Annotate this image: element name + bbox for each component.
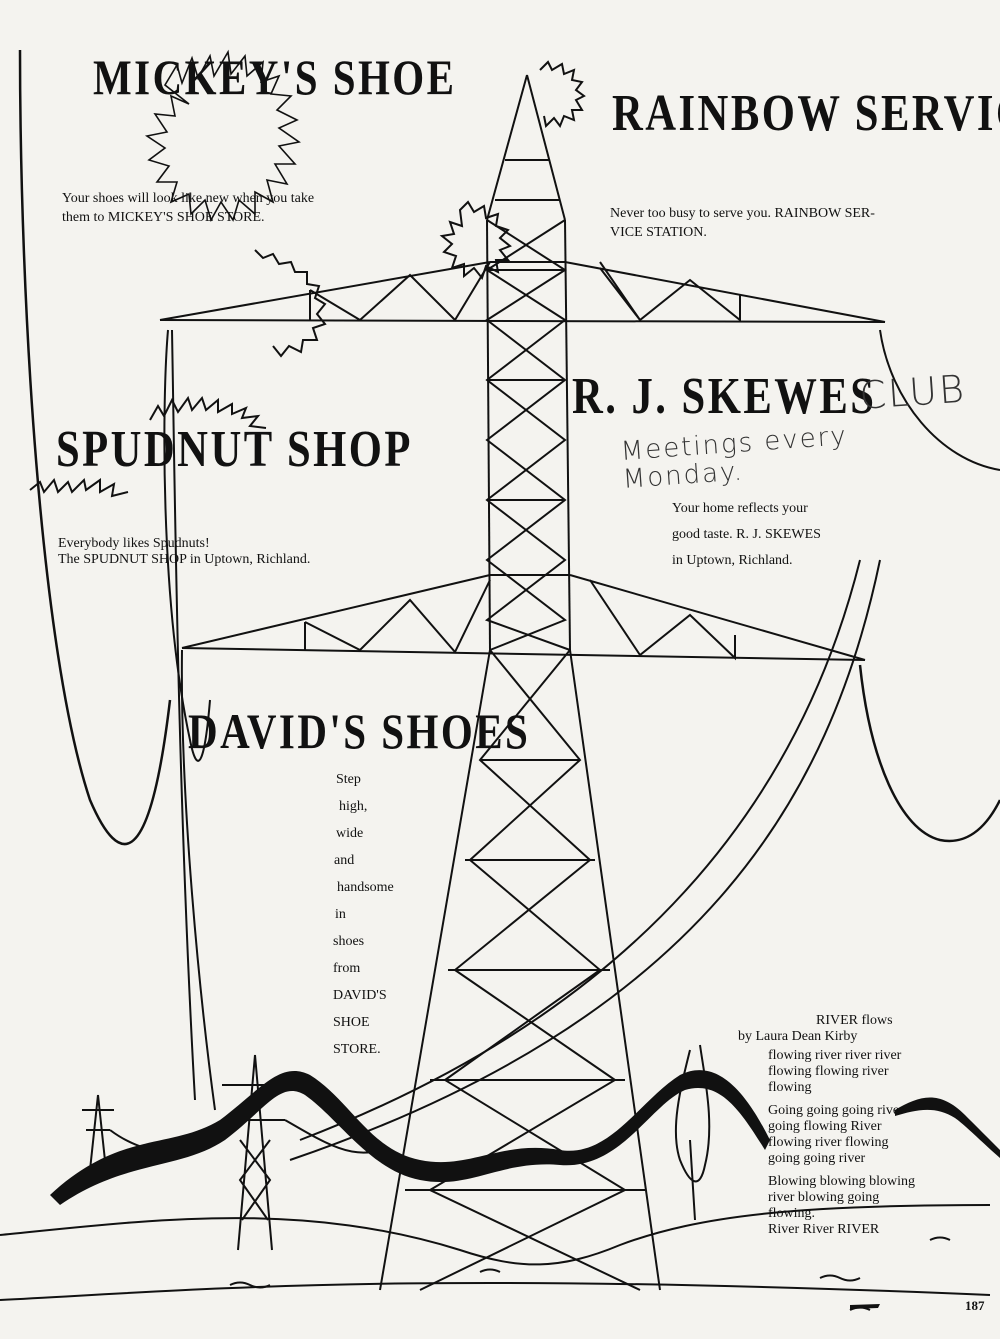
davids-copy-line: Step [336,772,361,787]
davids-copy-line: in [335,907,346,922]
poem-line: going flowing River [768,1119,882,1134]
spudnut-shop-copy: Everybody likes Spudnuts! The SPUDNUT SH… [58,536,310,568]
poem-line: Going going going river [768,1103,904,1118]
rainbow-service-heading: RAINBOW SERVICE [612,85,1000,142]
poem-line: going going river [768,1151,866,1166]
davids-copy-line: from [333,961,361,976]
rj-skewes-copy: Your home reflects your good taste. R. J… [672,496,821,574]
davids-shoes-copy: Step high, wide and handsome in shoes fr… [333,770,394,1067]
rj-skewes-heading: R. J. SKEWES [572,368,877,425]
davids-copy-line: shoes [333,934,365,949]
davids-copy-line: SHOE [333,1015,370,1030]
skewes-copy-line: Your home reflects your [672,501,808,516]
river-poem: RIVER flows by Laura Dean Kirby flowing … [738,1013,915,1245]
poem-byline: by Laura Dean Kirby [738,1029,858,1044]
poem-title: RIVER flows [816,1013,893,1028]
davids-copy-line: high, [339,799,368,814]
mickeys-shoe-copy: Your shoes will look like new when you t… [62,189,314,227]
poem-stanza: Going going going river going flowing Ri… [768,1103,915,1167]
skewes-copy-line: in Uptown, Richland. [672,553,793,568]
skewes-copy-line: good taste. R. J. SKEWES [672,527,821,542]
davids-copy-line: STORE. [333,1042,381,1057]
poem-line: flowing river flowing [768,1135,889,1150]
davids-copy-line: DAVID'S [333,988,387,1003]
poem-line: River River RIVER [768,1222,880,1237]
davids-copy-line: handsome [337,880,394,895]
mickeys-copy-line: Your shoes will look like new when you t… [62,191,315,206]
poem-line: flowing river river river [768,1048,902,1063]
poem-line: flowing. [768,1206,816,1221]
mickeys-shoe-heading: MICKEY'S SHOE [93,49,457,105]
davids-copy-line: and [334,853,355,868]
davids-shoes-heading: DAVID'S SHOES [188,703,531,759]
poem-stanza: Blowing blowing blowing river blowing go… [768,1174,915,1238]
rainbow-copy-line: Never too busy to serve you. RAINBOW SER… [610,206,875,221]
poem-stanza: flowing river river river flowing flowin… [768,1048,915,1096]
mickeys-copy-line: them to MICKEY'S SHOE STORE. [62,210,265,225]
davids-copy-line: wide [336,826,364,841]
poem-line: flowing [768,1080,812,1095]
poem-line: Blowing blowing blowing [768,1174,916,1189]
rainbow-service-copy: Never too busy to serve you. RAINBOW SER… [610,204,875,242]
poem-line: river blowing going [768,1190,880,1205]
spudnut-copy-line: Everybody likes Spudnuts! [58,536,210,551]
spudnut-copy-line: The SPUDNUT SHOP in Uptown, Richland. [58,552,311,567]
club-handwriting: CLUB [858,366,968,418]
spudnut-shop-heading: SPUDNUT SHOP [56,421,413,478]
rainbow-copy-line: VICE STATION. [610,225,707,240]
poem-line: flowing flowing river [768,1064,889,1079]
page-number: 187 [965,1298,985,1313]
